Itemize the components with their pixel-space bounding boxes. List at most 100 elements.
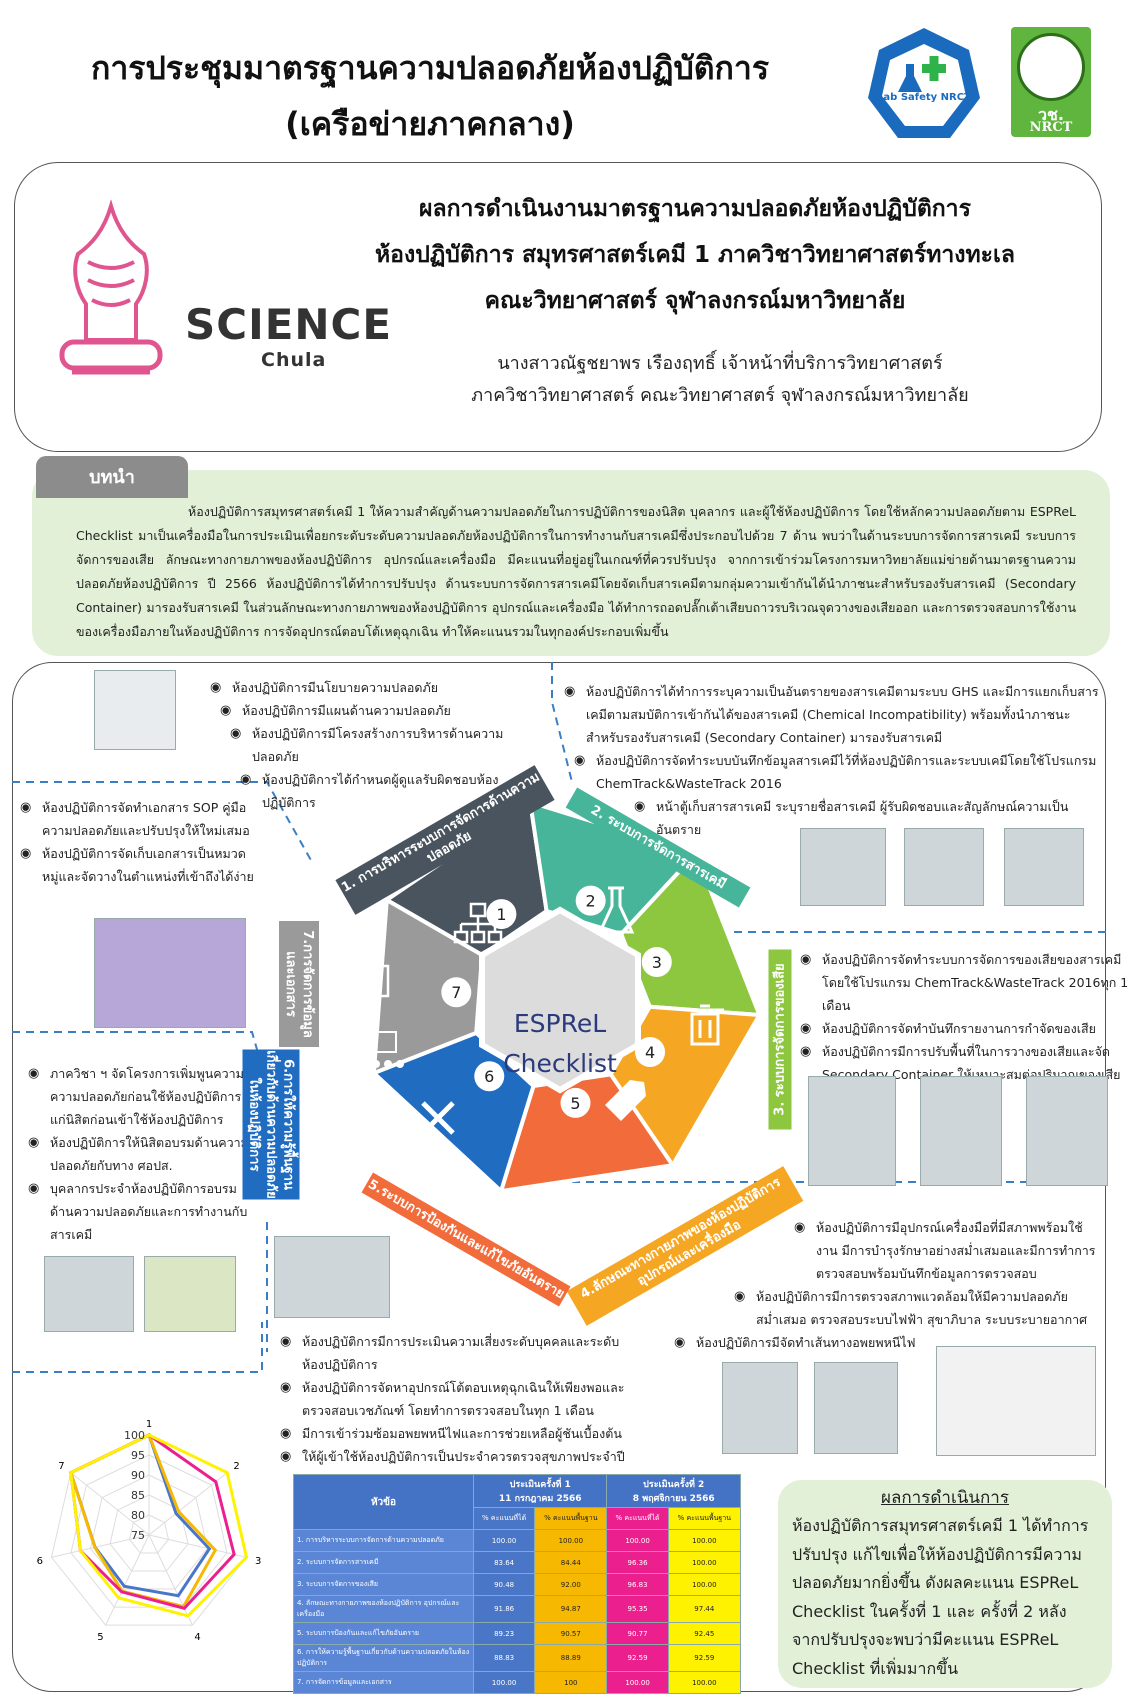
section6-item: ห้องปฏิบัติการให้นิสิตอบรมด้านความปลอดภั… — [28, 1131, 256, 1177]
section2-list: ห้องปฏิบัติการได้ทำการระบุความเป็นอันตรา… — [564, 680, 1104, 841]
lab-safety-logo-text: Lab Safety NRCT — [877, 92, 971, 103]
section5-item: ห้องปฏิบัติการมีการประเมินความเสี่ยงระดั… — [280, 1330, 636, 1376]
table-cell-topic: 4. ลักษณะทางกายภาพของห้องปฏิบัติการ อุปก… — [293, 1595, 474, 1623]
segment-number-badge — [560, 1087, 591, 1118]
secondary-container-photo — [1026, 1076, 1108, 1186]
poster-title-line1: การประชุมมาตรฐานความปลอดภัยห้องปฏิบัติกา… — [90, 49, 770, 87]
lab-safety-logo — [868, 28, 980, 138]
table-cell-value: 92.00 — [534, 1573, 608, 1596]
section4-item: ห้องปฏิบัติการมีอุปกรณ์เครื่องมือที่มีสภ… — [794, 1216, 1104, 1285]
project-title: ผลการดำเนินงานมาตรฐานความปลอดภัยห้องปฏิบ… — [290, 186, 1100, 324]
segment-number-badge — [575, 885, 606, 916]
table-row: 1. การบริหารระบบการจัดการด้านความปลอดภัย… — [293, 1529, 742, 1552]
section1-list: ห้องปฏิบัติการมีนโยบายความปลอดภัย ห้องปฏ… — [210, 676, 510, 814]
chula-logo — [59, 200, 163, 375]
radar-spoke — [105, 1534, 150, 1626]
radar-axis-label: 5 — [97, 1632, 103, 1643]
segment-number: 6 — [484, 1067, 494, 1086]
waste-bottles-photo — [808, 1076, 896, 1186]
evacuation-map-photo — [936, 1346, 1096, 1456]
score-table: หัวข้อ ประเมินครั้งที่ 1 11 กรกฎาคม 2566… — [293, 1474, 742, 1694]
table-cell-value: 100.00 — [534, 1529, 608, 1552]
equipment-photo-1 — [722, 1362, 798, 1454]
table-cell-value: 94.87 — [534, 1595, 608, 1623]
intro-box — [32, 470, 1110, 656]
segment-number: 2 — [586, 892, 596, 911]
section2-item: ห้องปฏิบัติการได้ทำการระบุความเป็นอันตรา… — [564, 680, 1104, 749]
teacher-icon — [355, 1031, 404, 1068]
section6-item: ภาควิชา ฯ จัดโครงการเพิ่มพูนความรู้ความป… — [28, 1062, 256, 1131]
result-title: ผลการดำเนินการ — [881, 1488, 1009, 1508]
org-chart-icon — [453, 902, 503, 944]
section6-item: บุคลากรประจำห้องปฏิบัติการอบรมด้านความปล… — [28, 1177, 256, 1246]
table-cell-value: 100.00 — [606, 1671, 669, 1694]
col-base-1: % คะแนนพื้นฐาน — [534, 1507, 608, 1530]
segment-number: 1 — [496, 905, 506, 924]
tools-icon — [421, 1101, 455, 1135]
segment-number: 4 — [645, 1043, 655, 1062]
science-logo-sub: Chula — [261, 349, 327, 371]
segment-number-badge — [441, 977, 472, 1008]
table-cell-topic: 5. ระบบการป้องกันและแก้ไขภัยอันตราย — [293, 1622, 474, 1645]
project-title-line2: ห้องปฏิบัติการ สมุทรศาสตร์เคมี 1 ภาควิชา… — [375, 242, 1015, 268]
section3-item: ห้องปฏิบัติการจัดทำระบบการจัดการของเสียข… — [800, 948, 1130, 1017]
section6-list: ภาควิชา ฯ จัดโครงการเพิ่มพูนความรู้ความป… — [28, 1062, 256, 1246]
chemical-cabinet-photo — [800, 828, 886, 906]
section7-item: ห้องปฏิบัติการจัดทำเอกสาร SOP คู่มือความ… — [20, 796, 254, 842]
radar-series-4 — [69, 1433, 249, 1618]
result-text: ห้องปฏิบัติการสมุทรศาสตร์เคมี 1 ได้ทำการ… — [792, 1516, 1089, 1678]
table-cell-value: 92.45 — [667, 1622, 742, 1645]
radar-axis-label: 3 — [255, 1556, 261, 1567]
section5-item: มีการเข้าร่วมซ้อมอพยพหนีไฟและการช่วยเหลื… — [280, 1422, 636, 1445]
segment-number: 5 — [570, 1094, 580, 1113]
section1-item: ห้องปฏิบัติการมีนโยบายความปลอดภัย — [210, 676, 510, 699]
table-cell-value: 96.83 — [606, 1573, 669, 1596]
table-cell-value: 89.23 — [472, 1622, 536, 1645]
table-cell-value: 97.44 — [667, 1595, 742, 1623]
table-cell-value: 100.00 — [667, 1551, 742, 1574]
radar-tick-label: 95 — [131, 1449, 145, 1462]
radar-axis-label: 6 — [37, 1556, 43, 1567]
section2-item: ห้องปฏิบัติการจัดทำระบบบันทึกข้อมูลสารเค… — [574, 749, 1104, 795]
section3-item: ห้องปฏิบัติการจัดทำบันทึกรายงานการกำจัดข… — [800, 1017, 1130, 1040]
nrct-logo-thai: วช. — [1038, 105, 1064, 124]
radar-spoke — [148, 1472, 228, 1536]
round1-label: ประเมินครั้งที่ 1 — [509, 1480, 571, 1490]
radar-tick-label: 75 — [131, 1529, 145, 1542]
table-cell-value: 90.77 — [606, 1622, 669, 1645]
col-got-1: % คะแนนที่ได้ — [472, 1507, 536, 1530]
table-cell-value: 100.00 — [667, 1529, 742, 1552]
table-cell-value: 92.59 — [606, 1644, 669, 1672]
section4-list: ห้องปฏิบัติการมีอุปกรณ์เครื่องมือที่มีสภ… — [674, 1216, 1104, 1354]
poster-title-line2: (เครือข่ายภาคกลาง) — [285, 105, 575, 143]
segment-label-7: 7.การจัดการข้อมูลและเอกสาร — [279, 921, 319, 1047]
result-box — [778, 1480, 1112, 1688]
author-affiliation: ภาควิชาวิทยาศาสตร์ คณะวิทยาศาสตร์ จุฬาลง… — [471, 385, 969, 406]
table-cell-value: 100.00 — [667, 1671, 742, 1694]
science-logo-main: SCIENCE — [185, 300, 393, 349]
training-poster-photo — [144, 1256, 236, 1332]
info-box — [14, 162, 1102, 452]
table-cell-topic: 7. การจัดการข้อมูลและเอกสาร — [293, 1671, 474, 1694]
hexagon-center — [479, 906, 641, 1094]
radar-tick-label: 80 — [131, 1509, 145, 1522]
table-cell-value: 88.89 — [534, 1644, 608, 1672]
radar-axis-label: 2 — [233, 1461, 239, 1472]
table-cell-value: 100.00 — [472, 1529, 536, 1552]
col-got-2: % คะแนนที่ได้ — [606, 1507, 669, 1530]
chemical-shelf-photo — [904, 828, 984, 906]
section7-item: ห้องปฏิบัติการจัดเก็บเอกสารเป็นหมวดหมู่แ… — [20, 842, 254, 888]
radar-axis-label: 1 — [146, 1419, 152, 1430]
segment-label-3: 3. ระบบการจัดการของเสีย — [768, 949, 792, 1130]
emergency-equipment-photo — [274, 1236, 390, 1318]
radar-spoke — [51, 1534, 150, 1558]
equipment-photo-2 — [814, 1362, 898, 1454]
poster-title: การประชุมมาตรฐานความปลอดภัยห้องปฏิบัติกา… — [40, 40, 820, 152]
table-cell-value: 84.44 — [534, 1551, 608, 1574]
nrct-logo: วช. NRCT — [1011, 27, 1091, 137]
section5-item: ให้ผู้เข้าใช้ห้องปฏิบัติการเป็นประจำควรต… — [280, 1445, 636, 1468]
